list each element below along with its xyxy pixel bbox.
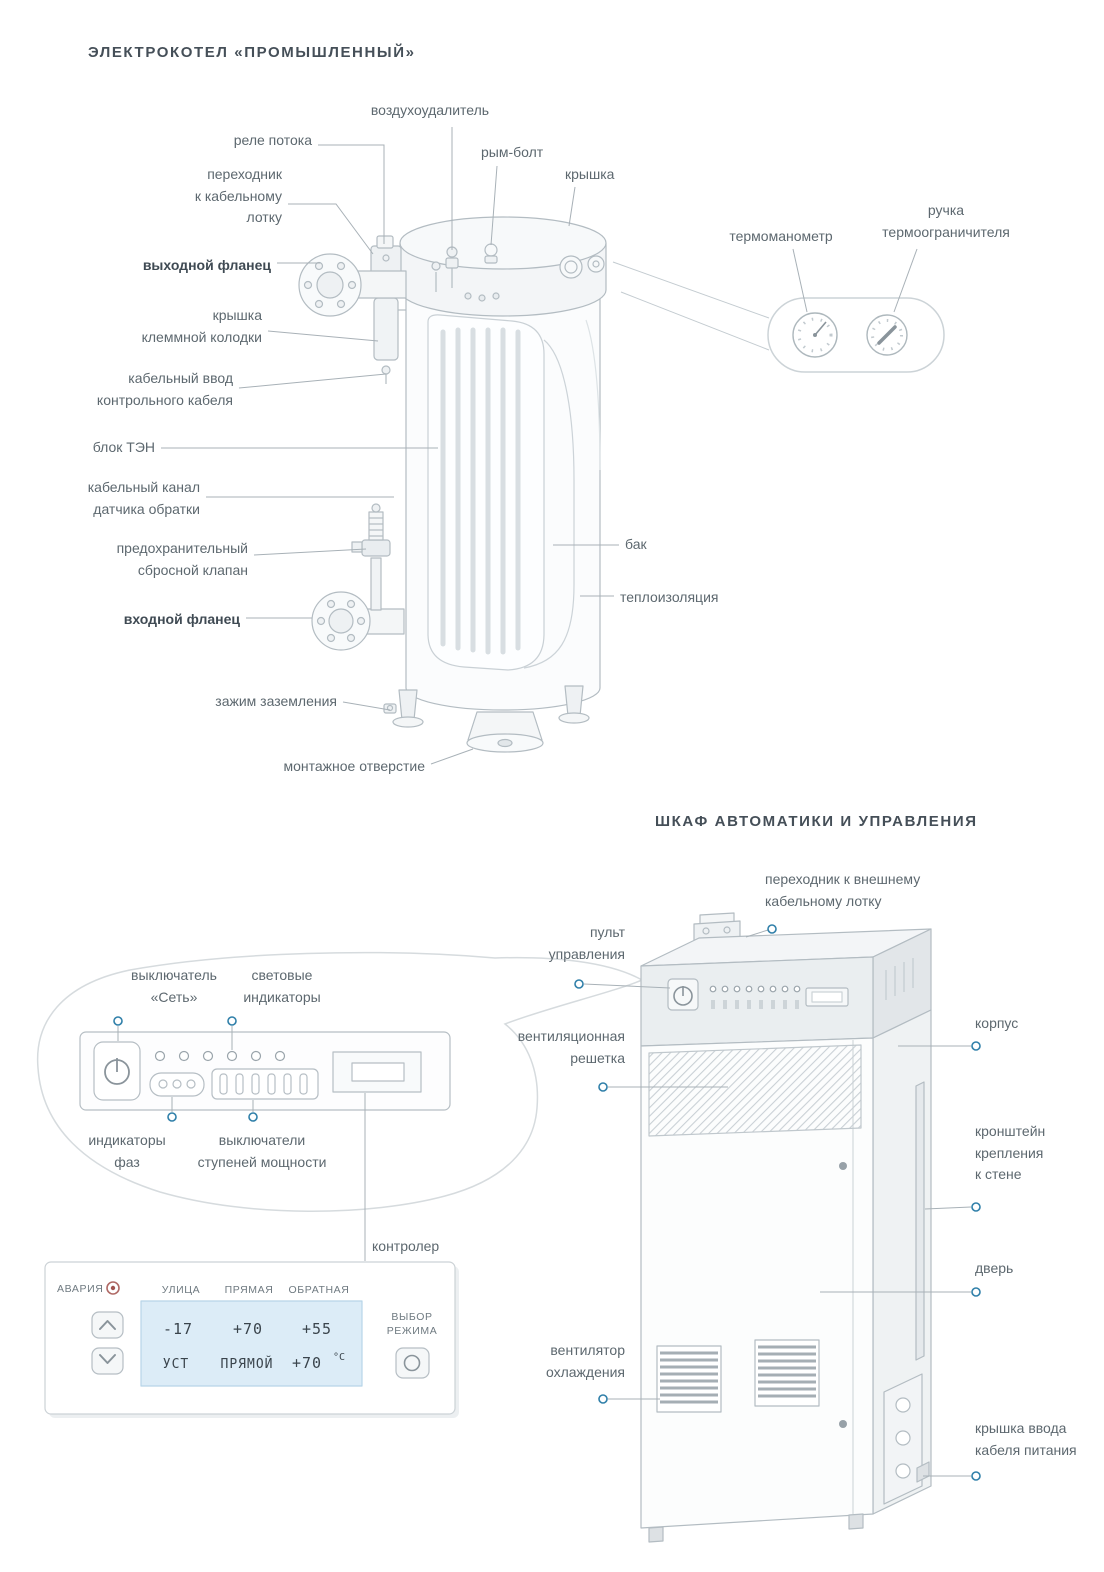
label-mounting-hole: монтажное отверстие [283, 758, 425, 774]
leader-lines [117, 127, 972, 1477]
strip-vents-icon [885, 958, 914, 1000]
label-insulation: теплоизоляция [620, 589, 719, 605]
phase-indicators-icon [149, 1072, 205, 1097]
display-set-value: +70 [291, 1354, 323, 1372]
label-indicators: световые индикаторы [243, 967, 321, 1005]
label-terminal-box-cover: крышка клеммной колодки [141, 307, 262, 345]
label-air-vent: воздухоудалитель [370, 102, 490, 118]
label-power-switch: выключатель «Сеть» [131, 967, 217, 1005]
mounting-hole-icon [466, 711, 544, 753]
label-cover: крышка [565, 166, 615, 182]
label-limiter-handle: ручка термоограничителя [882, 202, 1010, 240]
label-control-panel: пульт управления [548, 924, 625, 962]
air-vent-icon [431, 246, 459, 292]
label-power-cable-cover: крышка ввода кабеля питания [975, 1420, 1077, 1458]
terminal-box-icon [373, 297, 406, 384]
controller-col-street: УЛИЦА [161, 1284, 201, 1296]
boiler-legs-icon [392, 685, 590, 728]
power-cable-cover-icon [883, 1373, 923, 1505]
display-return-value: +55 [301, 1320, 333, 1338]
door-screw-icon [839, 1162, 847, 1170]
label-step-switches: выключатели ступеней мощности [197, 1132, 327, 1170]
label-door: дверь [975, 1260, 1014, 1276]
display-set-label: УСТ [162, 1357, 190, 1372]
wall-bracket-icon [915, 1081, 925, 1361]
display-street-value: -17 [162, 1320, 194, 1338]
panel-display-icon [332, 1051, 422, 1093]
label-cable-tray-adapter: переходник к кабельному лотку [194, 166, 282, 226]
mode-button-icon [403, 1354, 421, 1372]
mode-select-label: ВЫБОР РЕЖИМА [386, 1311, 438, 1338]
up-button [91, 1311, 124, 1339]
ground-clamp-icon [383, 703, 397, 714]
heater-rods-icon [440, 327, 521, 655]
chevron-up-icon [99, 1320, 116, 1330]
label-flow-relay: реле потока [233, 132, 312, 148]
indicator-lights-icon [154, 1050, 286, 1062]
safety-valve-icon [351, 503, 391, 611]
eye-bolt-icon [484, 243, 498, 264]
label-outlet-flange: выходной фланец [142, 257, 271, 273]
vent-grille-icon [648, 1044, 862, 1137]
thermomanometer-gauge-icon [792, 312, 838, 358]
controller-display [140, 1300, 363, 1387]
cabinet-feet-icon [648, 1461, 930, 1543]
label-ground-clamp: зажим заземления [215, 693, 337, 709]
cabinet-title: ШКАФ АВТОМАТИКИ И УПРАВЛЕНИЯ [655, 813, 978, 830]
outlet-flange-icon [298, 253, 407, 317]
label-inlet-flange: входной фланец [123, 611, 240, 627]
display-direct-value: +70 [232, 1320, 264, 1338]
label-controller: контролер [372, 1238, 440, 1254]
cabinet-illustration [640, 912, 932, 1543]
mode-button [395, 1347, 430, 1379]
lid-bolts-icon [464, 292, 500, 302]
label-return-sensor-channel: кабельный канал датчика обратки [87, 479, 200, 517]
controller-col-return: ОБРАТНАЯ [288, 1284, 350, 1296]
label-vent-grille: вентиляционная решетка [517, 1028, 625, 1066]
label-control-cable-entry: кабельный ввод контрольного кабеля [96, 370, 233, 408]
leader-dots [113, 924, 981, 1481]
label-thermomanometer: термоманометр [729, 228, 833, 244]
controller-alarm-label: АВАРИЯ [57, 1283, 104, 1295]
controller-illustration [44, 1261, 459, 1418]
inlet-flange-icon [311, 591, 405, 651]
panel-illustration [79, 1031, 451, 1111]
label-heater-block: блок ТЭН [92, 439, 155, 455]
boiler-title: ЭЛЕКТРОКОТЕЛ «ПРОМЫШЛЕННЫЙ» [88, 44, 416, 61]
power-switch-icon [93, 1041, 141, 1101]
label-phase-indicators: индикаторы фаз [88, 1132, 166, 1170]
label-tank: бак [625, 536, 647, 552]
label-eye-bolt: рым-болт [481, 144, 544, 160]
display-set-mode: ПРЯМОЙ [220, 1357, 274, 1372]
label-cooling-fan: вентилятор охлаждения [545, 1342, 625, 1380]
limiter-handle-icon [866, 314, 908, 356]
gauge-detail-bubble [612, 261, 945, 373]
alarm-led-icon [106, 1281, 120, 1295]
label-safety-valve: предохранительный сбросной клапан [116, 540, 248, 578]
control-panel-strip-icon [667, 978, 849, 1011]
label-cabinet-body: корпус [975, 1015, 1019, 1031]
lid-gauges-icon [559, 255, 605, 279]
step-switches-icon [211, 1068, 319, 1100]
door-screw-icon [839, 1420, 847, 1428]
down-button [91, 1347, 124, 1375]
boiler-illustration [298, 216, 607, 753]
display-unit: °С [333, 1352, 346, 1363]
cooling-fan-grille-icon [656, 1339, 820, 1413]
controller-col-direct: ПРЯМАЯ [224, 1284, 274, 1296]
tank-inner-wall [523, 339, 575, 669]
chevron-down-icon [99, 1354, 116, 1364]
label-wall-bracket: кронштейн крепления к стене [975, 1123, 1046, 1183]
label-external-tray-adapter: переходник к внешнему кабельному лотку [765, 871, 921, 909]
insulation-layer [585, 319, 601, 471]
